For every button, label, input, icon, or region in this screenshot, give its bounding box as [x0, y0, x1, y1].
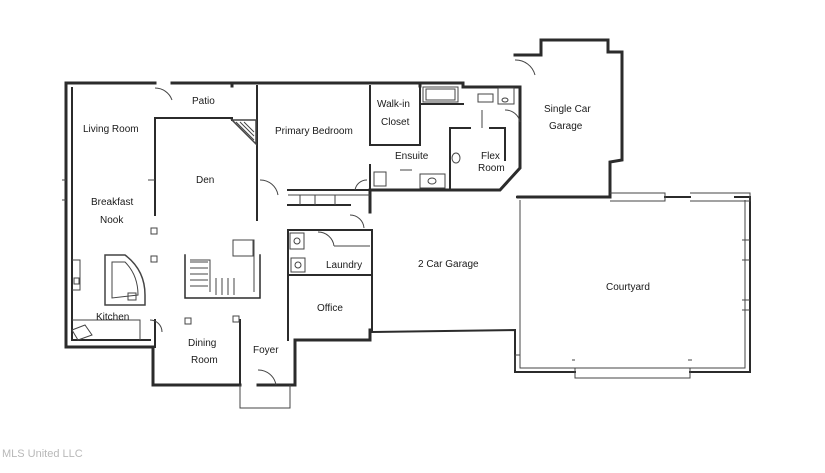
label-flex-room-line2: Room: [478, 163, 505, 174]
watermark: MLS United LLC: [2, 448, 83, 460]
label-living-room: Living Room: [83, 124, 139, 135]
label-office: Office: [317, 303, 343, 314]
label-single-car-garage-line1: Single Car: [544, 104, 591, 115]
label-walk-in-closet-line1: Walk-in: [377, 99, 410, 110]
label-walk-in-closet-line2: Closet: [381, 117, 410, 128]
label-single-car-garage-line2: Garage: [549, 121, 583, 132]
label-dining-room-line2: Room: [191, 355, 218, 366]
label-breakfast-nook-line2: Nook: [100, 215, 124, 226]
label-kitchen: Kitchen: [96, 312, 129, 323]
label-foyer: Foyer: [253, 345, 279, 356]
label-courtyard: Courtyard: [606, 282, 650, 293]
label-primary-bedroom: Primary Bedroom: [275, 126, 353, 137]
label-patio: Patio: [192, 96, 215, 107]
label-dining-room-line1: Dining: [188, 338, 216, 349]
interior-walls: [62, 59, 751, 409]
label-den: Den: [196, 175, 214, 186]
label-laundry: Laundry: [326, 260, 362, 271]
label-flex-room-line1: Flex: [481, 151, 500, 162]
label-ensuite: Ensuite: [395, 151, 429, 162]
room-labels: Patio Living Room Primary Bedroom Walk-i…: [83, 96, 650, 366]
label-breakfast-nook-line1: Breakfast: [91, 197, 133, 208]
exterior-walls: [64, 38, 751, 387]
label-two-car-garage: 2 Car Garage: [418, 259, 479, 270]
